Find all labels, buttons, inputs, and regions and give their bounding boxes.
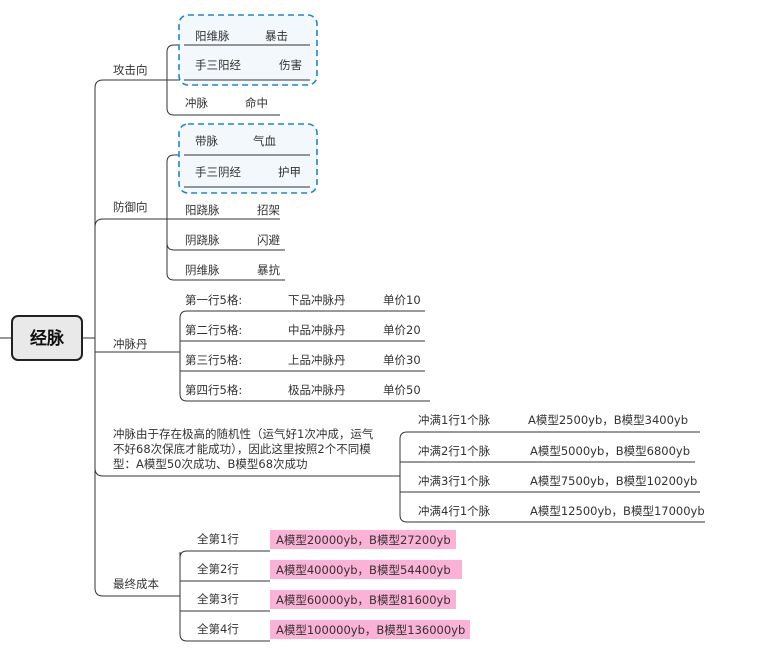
cost-row-1-label: 全第1行 (197, 532, 239, 546)
random-row-4-cost: A模型12500yb，B模型17000yb (530, 504, 705, 518)
pill-row-1-price: 单价10 (383, 293, 421, 307)
pill-row-2-slot: 第二行5格: (185, 323, 242, 337)
pill-row-4-price: 单价50 (383, 383, 421, 397)
cost-row-1-highlight (270, 530, 456, 549)
connectors (0, 44, 705, 642)
defense-item-1-name: 带脉 (195, 134, 218, 148)
random-row-3-target: 冲满3行1个脉 (418, 474, 491, 488)
defense-item-3-name: 阳跷脉 (185, 203, 220, 217)
pill-branch[interactable]: 冲脉丹 第一行5格: 下品冲脉丹 单价10 第二行5格: 中品冲脉丹 单价20 … (113, 293, 421, 397)
cost-label: 最终成本 (113, 577, 159, 591)
attack-item-1-effect: 暴击 (265, 29, 288, 43)
attack-item-3-name: 冲脉 (185, 96, 208, 110)
pill-row-3-slot: 第三行5格: (185, 353, 242, 367)
random-note-line-3: 型：A模型50次成功、B模型68次成功 (113, 457, 308, 471)
pill-label: 冲脉丹 (113, 337, 148, 351)
attack-highlight-group (178, 14, 318, 86)
defense-item-2-name: 手三阴经 (195, 165, 241, 179)
defense-item-5-effect: 暴抗 (257, 263, 280, 277)
pill-row-1-grade: 下品冲脉丹 (288, 293, 346, 307)
cost-row-3-label: 全第3行 (197, 592, 239, 606)
attack-branch[interactable]: 攻击向 阳维脉 暴击 手三阳经 伤害 冲脉 命中 (113, 29, 302, 110)
cost-row-4-value: A模型100000yb，B模型136000yb (276, 623, 465, 637)
root-label: 经脉 (30, 328, 65, 349)
random-note-line-1: 冲脉由于存在极高的随机性（运气好1次冲成，运气 (113, 427, 374, 441)
defense-branch[interactable]: 防御向 带脉 气血 手三阴经 护甲 阳跷脉 招架 阴跷脉 闪避 阴维脉 暴抗 (113, 134, 301, 277)
random-row-2-cost: A模型5000yb，B模型6800yb (530, 444, 690, 458)
cost-row-1-value: A模型20000yb，B模型27200yb (276, 533, 451, 547)
defense-item-2-effect: 护甲 (278, 165, 301, 179)
defense-item-5-name: 阴维脉 (185, 263, 220, 277)
attack-label: 攻击向 (113, 63, 148, 77)
random-branch[interactable]: 冲脉由于存在极高的随机性（运气好1次冲成，运气 不好68次保底才能成功），因此这… (113, 413, 705, 518)
random-row-1-target: 冲满1行1个脉 (418, 413, 491, 427)
attack-item-3-effect: 命中 (245, 96, 268, 110)
attack-item-2-name: 手三阳经 (195, 58, 241, 72)
defense-item-4-name: 阴跷脉 (185, 233, 220, 247)
defense-label: 防御向 (113, 200, 148, 214)
random-row-3-cost: A模型7500yb，B模型10200yb (530, 474, 697, 488)
attack-item-2-effect: 伤害 (279, 58, 302, 72)
cost-row-4-highlight (270, 620, 470, 639)
defense-item-1-effect: 气血 (253, 134, 276, 148)
pill-row-3-price: 单价30 (383, 353, 421, 367)
random-note-line-2: 不好68次保底才能成功），因此这里按照2个不同模 (113, 442, 371, 456)
pill-row-2-grade: 中品冲脉丹 (288, 323, 346, 337)
cost-row-3-value: A模型60000yb，B模型81600yb (276, 593, 451, 607)
attack-item-1-name: 阳维脉 (195, 29, 230, 43)
random-row-2-target: 冲满2行1个脉 (418, 444, 491, 458)
cost-row-3-highlight (270, 590, 456, 609)
cost-row-2-highlight (270, 560, 462, 579)
pill-row-1-slot: 第一行5格: (185, 293, 242, 307)
cost-row-4-label: 全第4行 (197, 622, 239, 636)
pill-row-3-grade: 上品冲脉丹 (288, 353, 346, 367)
pill-row-2-price: 单价20 (383, 323, 421, 337)
random-row-4-target: 冲满4行1个脉 (418, 504, 491, 518)
defense-item-3-effect: 招架 (257, 203, 280, 217)
cost-row-2-label: 全第2行 (197, 562, 239, 576)
defense-item-4-effect: 闪避 (257, 233, 280, 247)
pill-row-4-slot: 第四行5格: (185, 383, 242, 397)
cost-row-2-value: A模型40000yb，B模型54400yb (276, 563, 451, 577)
cost-branch[interactable]: 最终成本 全第1行 A模型20000yb，B模型27200yb 全第2行 A模型… (113, 530, 470, 639)
pill-row-4-grade: 极品冲脉丹 (288, 383, 346, 397)
random-row-1-cost: A模型2500yb，B模型3400yb (528, 413, 688, 427)
root-node[interactable]: 经脉 (11, 315, 83, 361)
defense-highlight-group (178, 123, 318, 194)
